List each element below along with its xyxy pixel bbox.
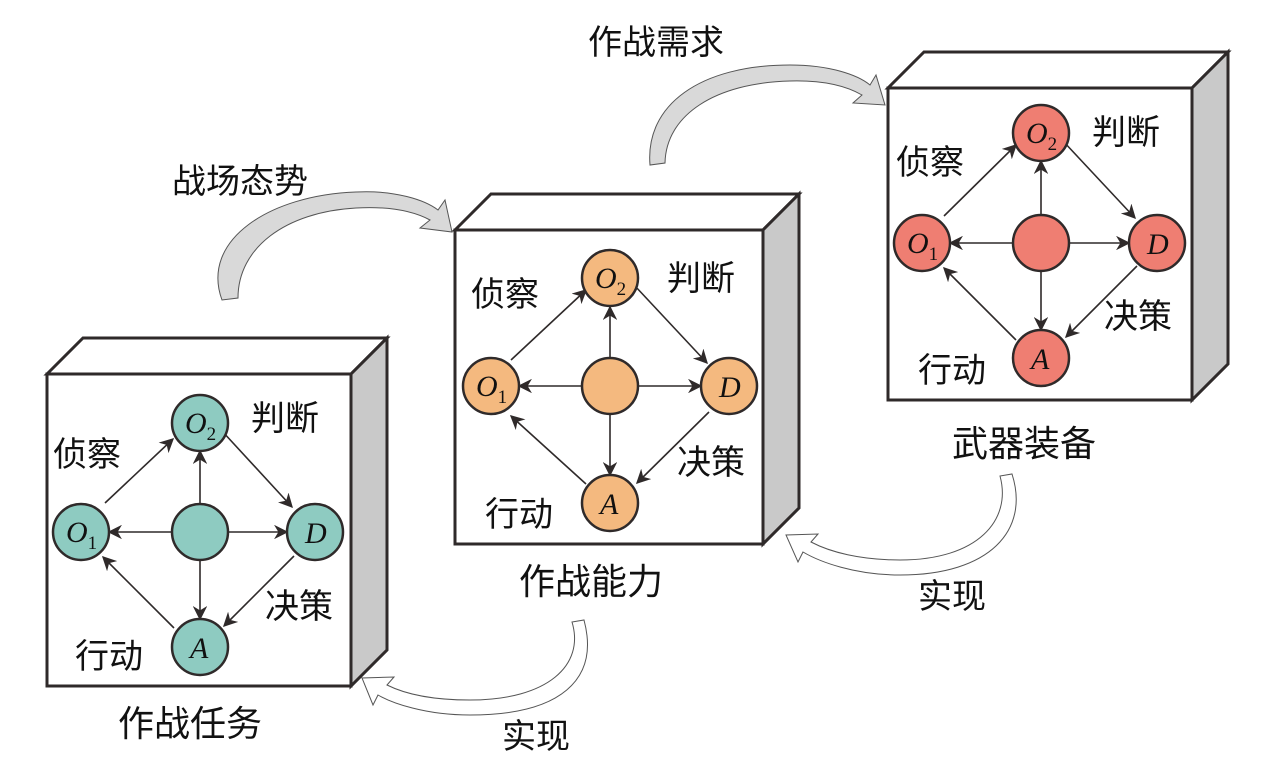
edge-d-a: [635, 411, 710, 485]
node-o2: [170, 393, 230, 453]
panel-combat-capability: O2 O1 D A 侦察 判断 决策 行动: [451, 190, 803, 548]
flow-label-realize-right: 实现: [918, 577, 986, 617]
node-o1: [51, 502, 111, 562]
edge-d-a: [222, 555, 295, 628]
flow-arrow-requirement: [649, 64, 886, 166]
node-o2: [1011, 103, 1071, 163]
node-a-label: A: [1029, 343, 1050, 376]
node-center: [1011, 213, 1071, 273]
box-top-face: [884, 50, 1232, 90]
box-side-face: [761, 190, 801, 548]
flow-label-requirement: 作战需求: [588, 23, 724, 63]
box-top-face: [451, 192, 803, 232]
node-o2-label: O2: [595, 262, 626, 300]
node-d-label: D: [304, 517, 327, 550]
node-o1-label: O1: [907, 227, 938, 265]
label-observe: 侦察: [471, 275, 539, 315]
label-observe: 侦察: [53, 435, 121, 475]
node-center: [580, 356, 640, 416]
panel-weapon-equipment: O2 O1 D A 侦察 判断 决策 行动: [884, 48, 1232, 404]
edge-a-o1: [942, 266, 1017, 341]
node-o1-label: O1: [476, 370, 507, 408]
label-observe: 侦察: [896, 143, 964, 183]
node-o2-label: O2: [1026, 117, 1057, 155]
node-a: [1011, 328, 1071, 388]
node-d-label: D: [718, 371, 741, 404]
flow-arrow-battlefield: [217, 191, 453, 301]
node-a-label: A: [188, 632, 209, 665]
flow-label-realize-left: 实现: [502, 717, 570, 757]
node-o1: [892, 213, 952, 273]
edge-o2-d: [1062, 140, 1136, 220]
box-side-face: [1190, 48, 1230, 404]
node-d-label: D: [1146, 228, 1169, 261]
panel-combat-mission: O2 O1 D A 侦察 判断 决策 行动: [43, 334, 391, 690]
label-orient: 判断: [1092, 113, 1160, 153]
label-decide: 决策: [677, 443, 745, 483]
ooda-graph: O2 O1 D A: [892, 103, 1187, 388]
curved-arrow-icon: [649, 64, 886, 166]
node-d: [1127, 213, 1187, 273]
ooda-graph: O2 O1 D A: [51, 393, 345, 677]
label-decide: 决策: [265, 587, 333, 627]
label-act: 行动: [918, 351, 986, 391]
flow-arrow-realize-right: [785, 473, 1017, 576]
node-o2-label: O2: [185, 407, 216, 445]
curved-arrow-icon: [785, 473, 1017, 576]
edge-o2-d: [221, 430, 293, 509]
node-o1: [461, 356, 521, 416]
node-d: [285, 502, 345, 562]
label-orient: 判断: [667, 259, 735, 299]
edge-o1-o2: [104, 438, 175, 504]
node-a: [170, 617, 230, 677]
node-o1-label: O1: [66, 516, 97, 554]
edge-o1-o2: [943, 143, 1018, 217]
label-decide: 决策: [1104, 297, 1172, 337]
edge-o1-o2: [510, 289, 588, 361]
flow-arrow-realize-left: [361, 619, 588, 716]
flow-label-battlefield: 战场态势: [172, 162, 308, 202]
node-center: [170, 502, 230, 562]
edge-a-o1: [509, 415, 587, 485]
edge-o2-d: [634, 285, 708, 365]
panel-caption-combat-capability: 作战能力: [519, 562, 663, 603]
curved-arrow-icon: [217, 191, 453, 301]
node-a: [580, 473, 640, 533]
label-orient: 判断: [251, 399, 319, 439]
node-a-label: A: [598, 488, 619, 521]
edge-d-a: [1064, 265, 1138, 339]
box-top-face: [43, 336, 391, 376]
box-side-face: [349, 334, 389, 690]
ooda-graph: O2 O1 D A: [461, 248, 759, 533]
panel-caption-weapon-equipment: 武器装备: [952, 424, 1096, 465]
edge-a-o1: [101, 555, 175, 629]
node-d: [699, 356, 759, 416]
node-o2: [580, 248, 640, 308]
label-act: 行动: [75, 637, 143, 677]
panel-caption-combat-mission: 作战任务: [118, 704, 262, 745]
curved-arrow-icon: [361, 619, 588, 716]
label-act: 行动: [485, 495, 553, 535]
